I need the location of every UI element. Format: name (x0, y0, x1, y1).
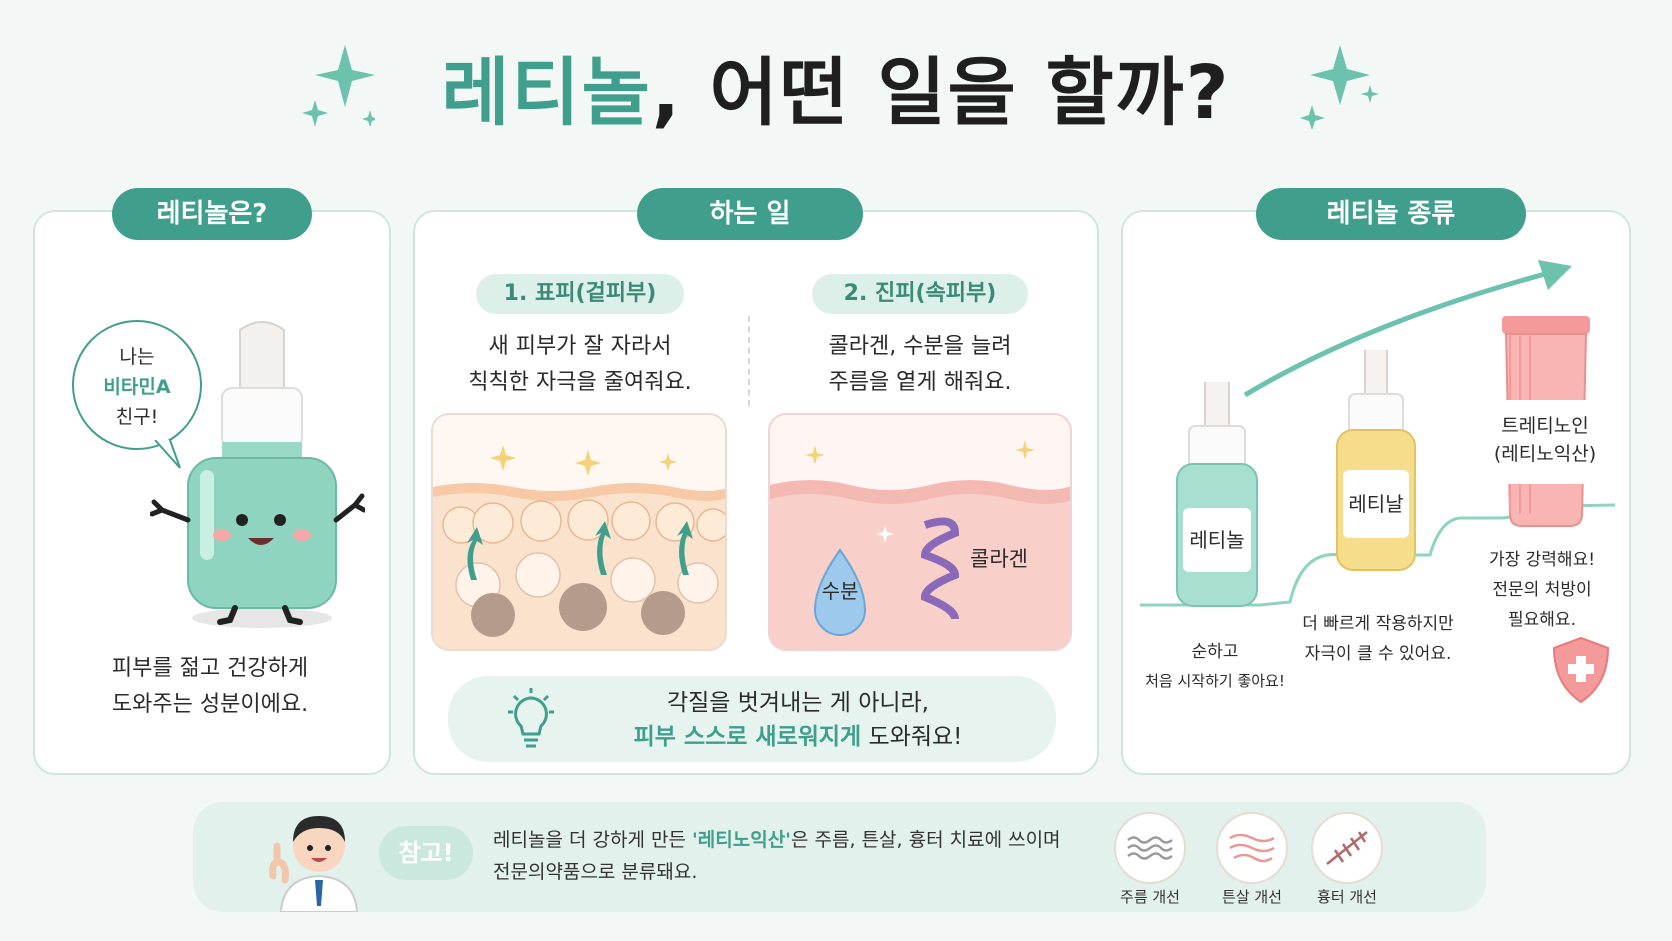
epidermis-illustration (431, 413, 727, 651)
doctor-avatar (269, 816, 359, 912)
tretinoin-desc-2: 전문의 처방이 (1492, 580, 1592, 600)
note-line-1: 레티놀을 더 강하게 만든 '레티노익산'은 주름, 튼살, 흉터 치료에 쓰이… (493, 824, 1113, 856)
title-rest: , 어떤 일을 할까? (651, 50, 1231, 136)
note-text-post: 은 주름, 튼살, 흉터 치료에 쓰이며 (791, 829, 1061, 851)
skin-cells-icon (433, 445, 725, 649)
retinal-desc-1: 더 빠르게 작용하지만 (1302, 614, 1454, 634)
note-text-pre: 레티놀을 더 강하게 만든 (493, 829, 692, 851)
scar-stitch-icon (1326, 831, 1368, 865)
lightbulb-icon (508, 688, 554, 748)
intro-desc-1: 피부를 젊고 건강하게 (111, 656, 309, 681)
tip-text: 각질을 벗겨내는 게 아니라, 피부 스스로 새로워지게 도와줘요! (568, 686, 1028, 754)
retinal-bottle-icon (1336, 350, 1416, 571)
sparkle-icon (1300, 45, 1379, 130)
bubble-line-1: 나는 (119, 346, 155, 368)
wrinkle-label: 주름 개선 (1120, 888, 1180, 906)
scar-label: 흉터 개선 (1317, 888, 1377, 906)
dermis-layer-icon (770, 440, 1070, 649)
bubble-line-3: 친구! (115, 406, 159, 428)
note-line-2: 전문의약품으로 분류돼요. (493, 861, 698, 883)
intro-desc-2: 도와주는 성분이에요. (111, 692, 309, 717)
title-accent: 레티놀 (441, 50, 652, 136)
epidermis-label: 1. 표피(겉피부) (476, 274, 684, 314)
tip-highlight: 피부 스스로 새로워지게 (633, 724, 862, 750)
dermis-desc-1: 콜라겐, 수분을 늘려 (828, 334, 1012, 359)
wrinkle-lines-icon (1127, 836, 1173, 860)
stretch-mark-icon (1216, 812, 1288, 884)
speech-bubble: 나는 비타민A 친구! (72, 320, 202, 450)
scar-icon (1311, 812, 1383, 884)
intro-header: 레티놀은? (112, 188, 312, 240)
collagen-label: 콜라겐 (970, 547, 1028, 571)
bubble-line-2: 비타민A (103, 376, 171, 398)
tip-line-1: 각질을 벗겨내는 게 아니라, (666, 690, 929, 716)
note-text: 레티놀을 더 강하게 만든 '레티노익산'은 주름, 튼살, 흉터 치료에 쓰이… (493, 824, 1113, 888)
function-header: 하는 일 (637, 188, 863, 240)
wrinkle-icon (1114, 812, 1186, 884)
retinol-desc-2: 처음 시작하기 좋아요! (1145, 672, 1285, 690)
page-title: 레티놀, 어떤 일을 할까? (0, 48, 1672, 138)
sparkle-icon (302, 45, 375, 127)
medical-shield-icon (1552, 636, 1610, 704)
water-label: 수분 (821, 579, 859, 603)
dermis-desc-2: 주름을 옅게 해줘요. (828, 370, 1012, 395)
note-label: 참고! (379, 826, 473, 880)
tip-line-2-rest: 도와줘요! (861, 724, 963, 750)
tip-banner: 각질을 벗겨내는 게 아니라, 피부 스스로 새로워지게 도와줘요! (448, 676, 1056, 762)
retinol-bottle-icon (1176, 382, 1258, 607)
retinal-desc-2: 자극이 클 수 있어요. (1304, 644, 1452, 664)
stretch-mark-label: 튼살 개선 (1222, 888, 1282, 906)
tretinoin-label: 트레티노인 (레티노익산) (1490, 400, 1600, 484)
dermis-label: 2. 진피(속피부) (812, 274, 1028, 314)
serum-bottle-character-icon (150, 321, 365, 628)
note-text-highlight: '레티노익산' (691, 829, 792, 851)
tretinoin-desc-1: 가장 강력해요! (1488, 550, 1596, 570)
column-divider (748, 316, 750, 406)
tretinoin-desc-3: 필요해요. (1508, 610, 1576, 630)
epidermis-desc-2: 칙칙한 자극을 줄여줘요. (468, 370, 692, 395)
retinol-label: 레티놀 (1183, 508, 1251, 572)
tip-line-2: 피부 스스로 새로워지게 도와줘요! (568, 720, 1028, 754)
dermis-illustration: 수분 콜라겐 (768, 413, 1072, 651)
note-banner: 참고! 레티놀을 더 강하게 만든 '레티노익산'은 주름, 튼살, 흉터 치료… (193, 802, 1486, 912)
types-header: 레티놀 종류 (1256, 188, 1526, 240)
tretinoin-name-2: (레티노익산) (1493, 443, 1597, 465)
tretinoin-name-1: 트레티노인 (1501, 415, 1589, 437)
stretch-lines-icon (1229, 833, 1275, 863)
retinol-desc-1: 순하고 (1191, 642, 1239, 662)
bubble-tail-icon (154, 440, 181, 469)
epidermis-desc-1: 새 피부가 잘 자라서 (488, 334, 672, 359)
retinal-label: 레티날 (1343, 470, 1409, 538)
